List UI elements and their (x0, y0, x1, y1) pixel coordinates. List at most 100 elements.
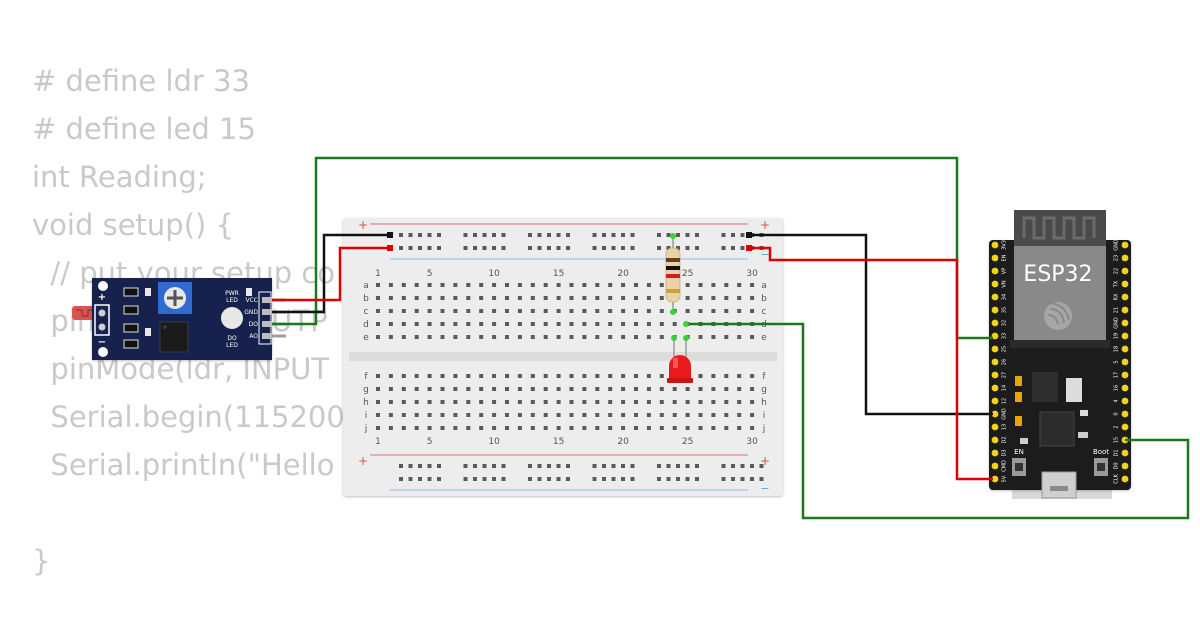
breadboard-hole (427, 387, 432, 391)
breadboard-hole (543, 413, 548, 417)
rail-hole (537, 246, 542, 250)
rail-hole (408, 233, 413, 237)
voltage-regulator (1032, 372, 1058, 402)
rail-hole (463, 246, 468, 250)
rail-hole (676, 233, 680, 237)
wire-ldr-do-to-esp32-pin (272, 156, 993, 340)
breadboard-hole (492, 309, 497, 313)
breadboard-hole (685, 426, 690, 430)
breadboard-hole (724, 309, 729, 313)
breadboard-hole (453, 335, 458, 339)
breadboard-hole (505, 400, 509, 404)
esp32-pin (991, 345, 999, 353)
breadboard-hole (621, 283, 626, 287)
breadboard-hole (646, 426, 651, 430)
rail-hole (611, 464, 616, 468)
breadboard-hole (505, 296, 509, 300)
breadboard-hole (569, 387, 574, 391)
breadboard-hole (466, 283, 471, 287)
regulator-tab (1066, 378, 1082, 402)
breadboard-hole (466, 335, 471, 339)
connection-dot (671, 335, 677, 341)
breadboard-hole (646, 322, 651, 326)
breadboard-hole (517, 335, 522, 339)
rail-hole (492, 246, 496, 250)
breadboard-hole (698, 283, 703, 287)
breadboard-hole (621, 335, 626, 339)
breadboard-hole (530, 400, 535, 404)
breadboard-hole (634, 374, 638, 378)
wire-ldr-vcc-to-rail (272, 246, 390, 302)
row-letter: a (761, 281, 767, 291)
breadboard-hole (556, 374, 561, 378)
breadboard-hole (414, 283, 419, 287)
rail-minus-sign: − (760, 248, 769, 261)
breadboard-hole (724, 374, 729, 378)
breadboard-hole (427, 309, 432, 313)
breadboard-hole (505, 283, 509, 287)
breadboard-hole (401, 413, 406, 417)
rail-hole (482, 246, 487, 250)
breadboard-hole (737, 309, 742, 313)
rail-hole (740, 477, 745, 481)
esp32-pin-label: 18 (1114, 346, 1120, 352)
breadboard-hole (634, 309, 638, 313)
rail-hole (556, 464, 561, 468)
breadboard-hole (750, 335, 755, 339)
breadboard-hole (698, 335, 703, 339)
breadboard-hole (517, 426, 522, 430)
esp32-pin-label: CMD (1002, 460, 1008, 472)
ldr-header-pin (262, 333, 272, 339)
rail-hole (427, 233, 432, 237)
esp32-pin-label: 32 (1002, 320, 1008, 326)
breadboard-hole (595, 387, 600, 391)
rail-hole (740, 246, 745, 250)
breadboard-hole (750, 387, 755, 391)
row-letter: i (763, 411, 766, 421)
breadboard-hole (646, 283, 651, 287)
rail-hole (592, 477, 597, 481)
rail-minus-sign: − (760, 482, 769, 495)
breadboard-hole (492, 387, 497, 391)
esp32-pin (1121, 332, 1129, 340)
breadboard-hole (479, 322, 484, 326)
breadboard-hole (530, 387, 535, 391)
breadboard-hole (569, 335, 574, 339)
breadboard-hole (401, 309, 406, 313)
rail-hole (676, 464, 680, 468)
breadboard-hole (659, 296, 664, 300)
esp32-pin (1121, 267, 1129, 275)
column-number: 5 (427, 437, 433, 447)
breadboard-hole (479, 283, 484, 287)
esp32-pin-label: VP (1002, 268, 1008, 274)
micro-usb-opening (1050, 486, 1068, 491)
esp32-pin-label: GND (1002, 408, 1008, 420)
breadboard-hole (517, 400, 522, 404)
breadboard-hole (530, 335, 535, 339)
rail-hole (528, 233, 532, 237)
breadboard-hole (453, 387, 458, 391)
rail-hole (630, 246, 635, 250)
esp32-pin-label: 13 (1002, 424, 1008, 430)
esp32-pin (991, 332, 999, 340)
breadboard-hole (453, 322, 458, 326)
breadboard-hole (466, 296, 471, 300)
breadboard-hole (440, 413, 445, 417)
esp32-pin-label: 35 (1002, 307, 1008, 313)
smd-resistor (123, 339, 139, 349)
rail-hole (592, 464, 597, 468)
breadboard-hole (659, 387, 664, 391)
resistor-band-gold (666, 289, 680, 293)
en-button[interactable] (1012, 458, 1026, 476)
ldr-pin-label: GND (244, 309, 258, 316)
wire-end (387, 245, 393, 251)
breadboard-hole (621, 413, 626, 417)
ldr-pin-label: DO (249, 321, 259, 328)
boot-button[interactable] (1094, 458, 1108, 476)
breadboard-hole (466, 426, 471, 430)
breadboard-hole (479, 335, 484, 339)
breadboard-hole (543, 426, 548, 430)
breadboard-hole (582, 283, 587, 287)
breadboard-hole (608, 322, 613, 326)
smd-resistor (123, 323, 139, 333)
